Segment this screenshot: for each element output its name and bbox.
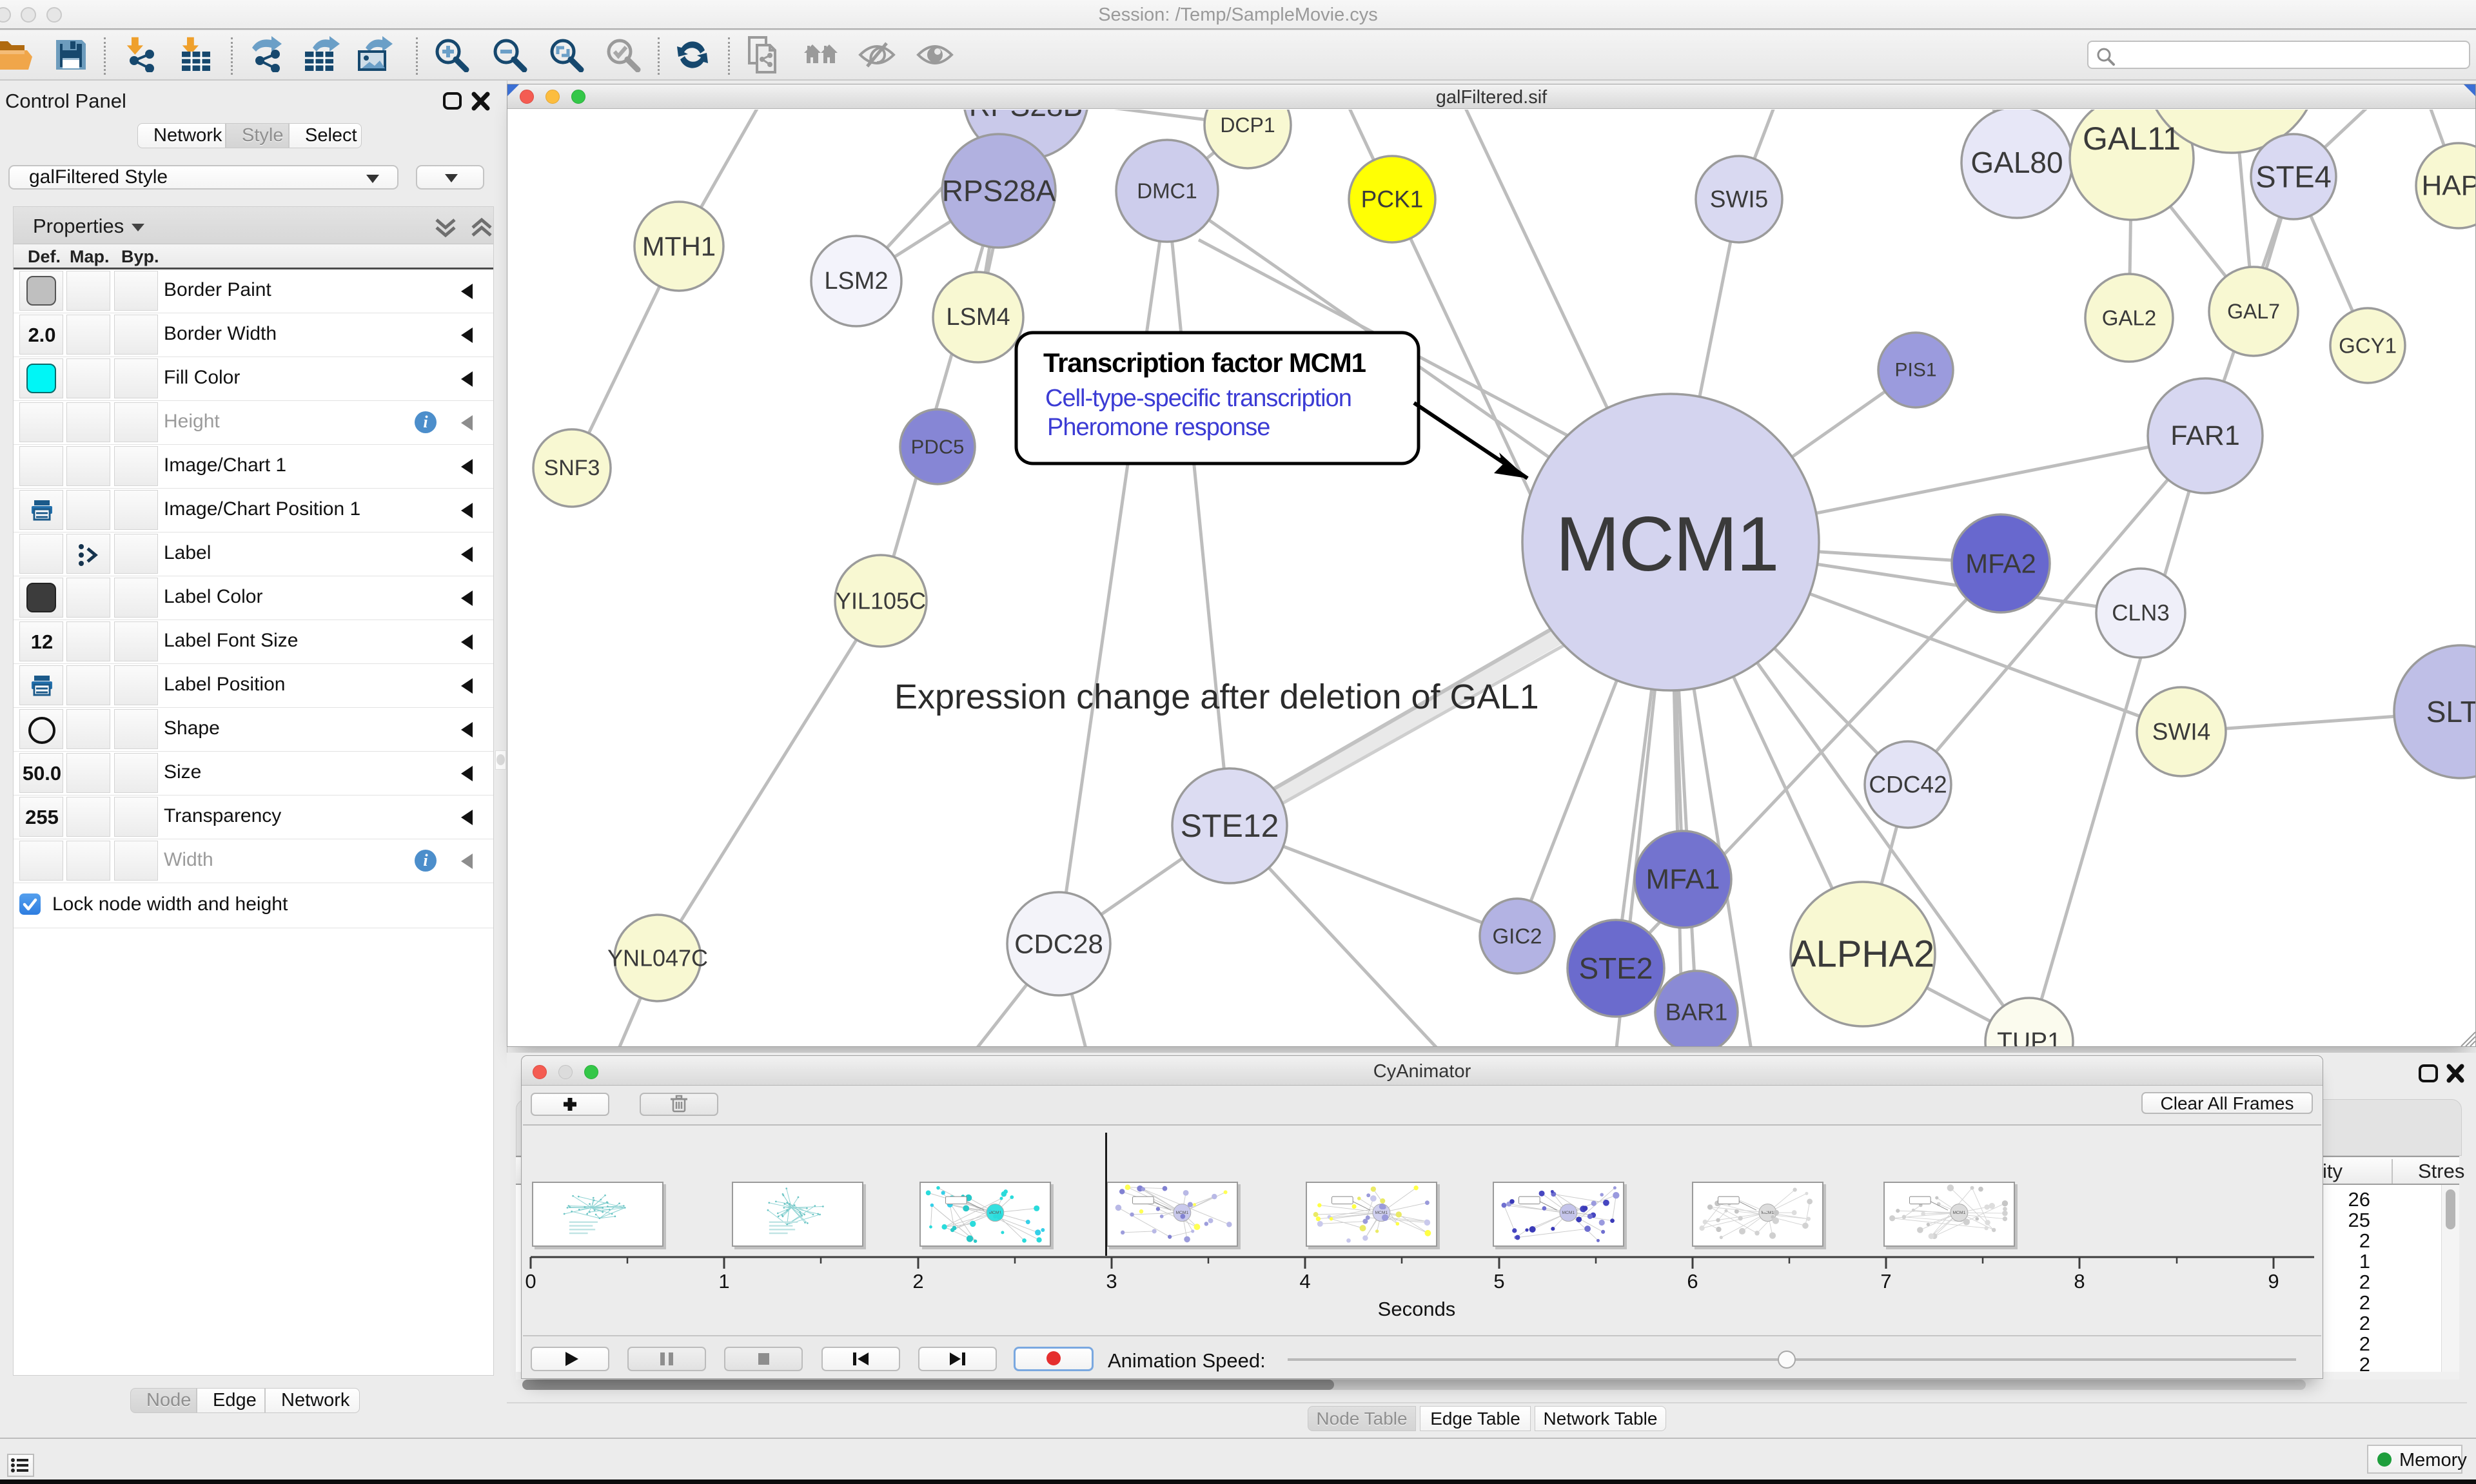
svg-text:HAP2: HAP2 bbox=[2422, 170, 2475, 202]
svg-text:Cell-type-specific transcripti: Cell-type-specific transcription bbox=[1045, 385, 1351, 412]
svg-text:MTH1: MTH1 bbox=[642, 231, 716, 262]
svg-text:4: 4 bbox=[1299, 1270, 1310, 1293]
svg-text:MCM1: MCM1 bbox=[1175, 1211, 1188, 1215]
svg-text:LSM4: LSM4 bbox=[946, 304, 1010, 331]
svg-text:GCY1: GCY1 bbox=[2339, 334, 2397, 358]
svg-text:Seconds: Seconds bbox=[1378, 1298, 1456, 1320]
svg-text:MCM1: MCM1 bbox=[1952, 1211, 1965, 1215]
svg-text:7: 7 bbox=[1880, 1270, 1891, 1293]
svg-text:GAL80: GAL80 bbox=[1970, 146, 2063, 179]
svg-text:DMC1: DMC1 bbox=[1137, 179, 1197, 203]
svg-text:YNL047C: YNL047C bbox=[607, 945, 708, 971]
svg-text:MFA1: MFA1 bbox=[1646, 864, 1720, 895]
svg-text:STE2: STE2 bbox=[1578, 952, 1653, 985]
svg-text:PCK1: PCK1 bbox=[1361, 186, 1424, 213]
svg-text:3: 3 bbox=[1106, 1270, 1117, 1293]
svg-text:PDC5: PDC5 bbox=[911, 436, 965, 458]
svg-text:MFA2: MFA2 bbox=[1965, 549, 2036, 579]
svg-text:MCM1: MCM1 bbox=[1562, 1211, 1575, 1215]
svg-text:BAR1: BAR1 bbox=[1665, 999, 1728, 1026]
svg-text:SNF3: SNF3 bbox=[544, 456, 600, 480]
svg-text:ALPHA2: ALPHA2 bbox=[1791, 933, 1934, 975]
svg-text:MCM1: MCM1 bbox=[1375, 1211, 1388, 1215]
svg-text:PIS1: PIS1 bbox=[1894, 360, 1936, 381]
svg-text:MCM1: MCM1 bbox=[1761, 1211, 1774, 1215]
svg-text:6: 6 bbox=[1687, 1270, 1698, 1293]
svg-text:STE12: STE12 bbox=[1181, 808, 1279, 844]
svg-text:5: 5 bbox=[1493, 1270, 1504, 1293]
svg-text:YIL105C: YIL105C bbox=[836, 588, 926, 614]
svg-text:0: 0 bbox=[525, 1270, 536, 1293]
svg-text:2: 2 bbox=[912, 1270, 923, 1293]
svg-text:1: 1 bbox=[718, 1270, 729, 1293]
svg-text:TUP1: TUP1 bbox=[1997, 1028, 2061, 1047]
svg-text:MCM1: MCM1 bbox=[1555, 501, 1778, 587]
svg-text:CDC28: CDC28 bbox=[1014, 929, 1103, 959]
svg-text:Transcription factor MCM1: Transcription factor MCM1 bbox=[1043, 347, 1366, 378]
svg-text:Pheromone response: Pheromone response bbox=[1047, 414, 1270, 441]
svg-text:CLN3: CLN3 bbox=[2112, 601, 2169, 626]
svg-text:FAR1: FAR1 bbox=[2170, 420, 2240, 451]
svg-text:SWI4: SWI4 bbox=[2152, 719, 2210, 745]
svg-text:GAL2: GAL2 bbox=[2102, 306, 2156, 330]
svg-text:GAL11: GAL11 bbox=[2083, 121, 2181, 157]
svg-text:LSM2: LSM2 bbox=[824, 268, 888, 295]
svg-text:CDC42: CDC42 bbox=[1869, 772, 1947, 798]
svg-text:SWI5: SWI5 bbox=[1710, 186, 1768, 213]
svg-text:9: 9 bbox=[2268, 1270, 2279, 1293]
svg-text:GAL7: GAL7 bbox=[2227, 300, 2280, 323]
svg-text:SLT2: SLT2 bbox=[2426, 695, 2475, 728]
svg-text:GIC2: GIC2 bbox=[1492, 924, 1542, 948]
svg-text:STE4: STE4 bbox=[2255, 160, 2332, 194]
svg-text:RPS28B: RPS28B bbox=[969, 110, 1083, 122]
svg-text:RPS28A: RPS28A bbox=[942, 174, 1056, 208]
svg-text:DCP1: DCP1 bbox=[1220, 113, 1275, 137]
svg-text:8: 8 bbox=[2074, 1270, 2085, 1293]
svg-text:MCM1: MCM1 bbox=[988, 1211, 1001, 1215]
svg-text:Expression change after deleti: Expression change after deletion of GAL1 bbox=[894, 678, 1539, 716]
